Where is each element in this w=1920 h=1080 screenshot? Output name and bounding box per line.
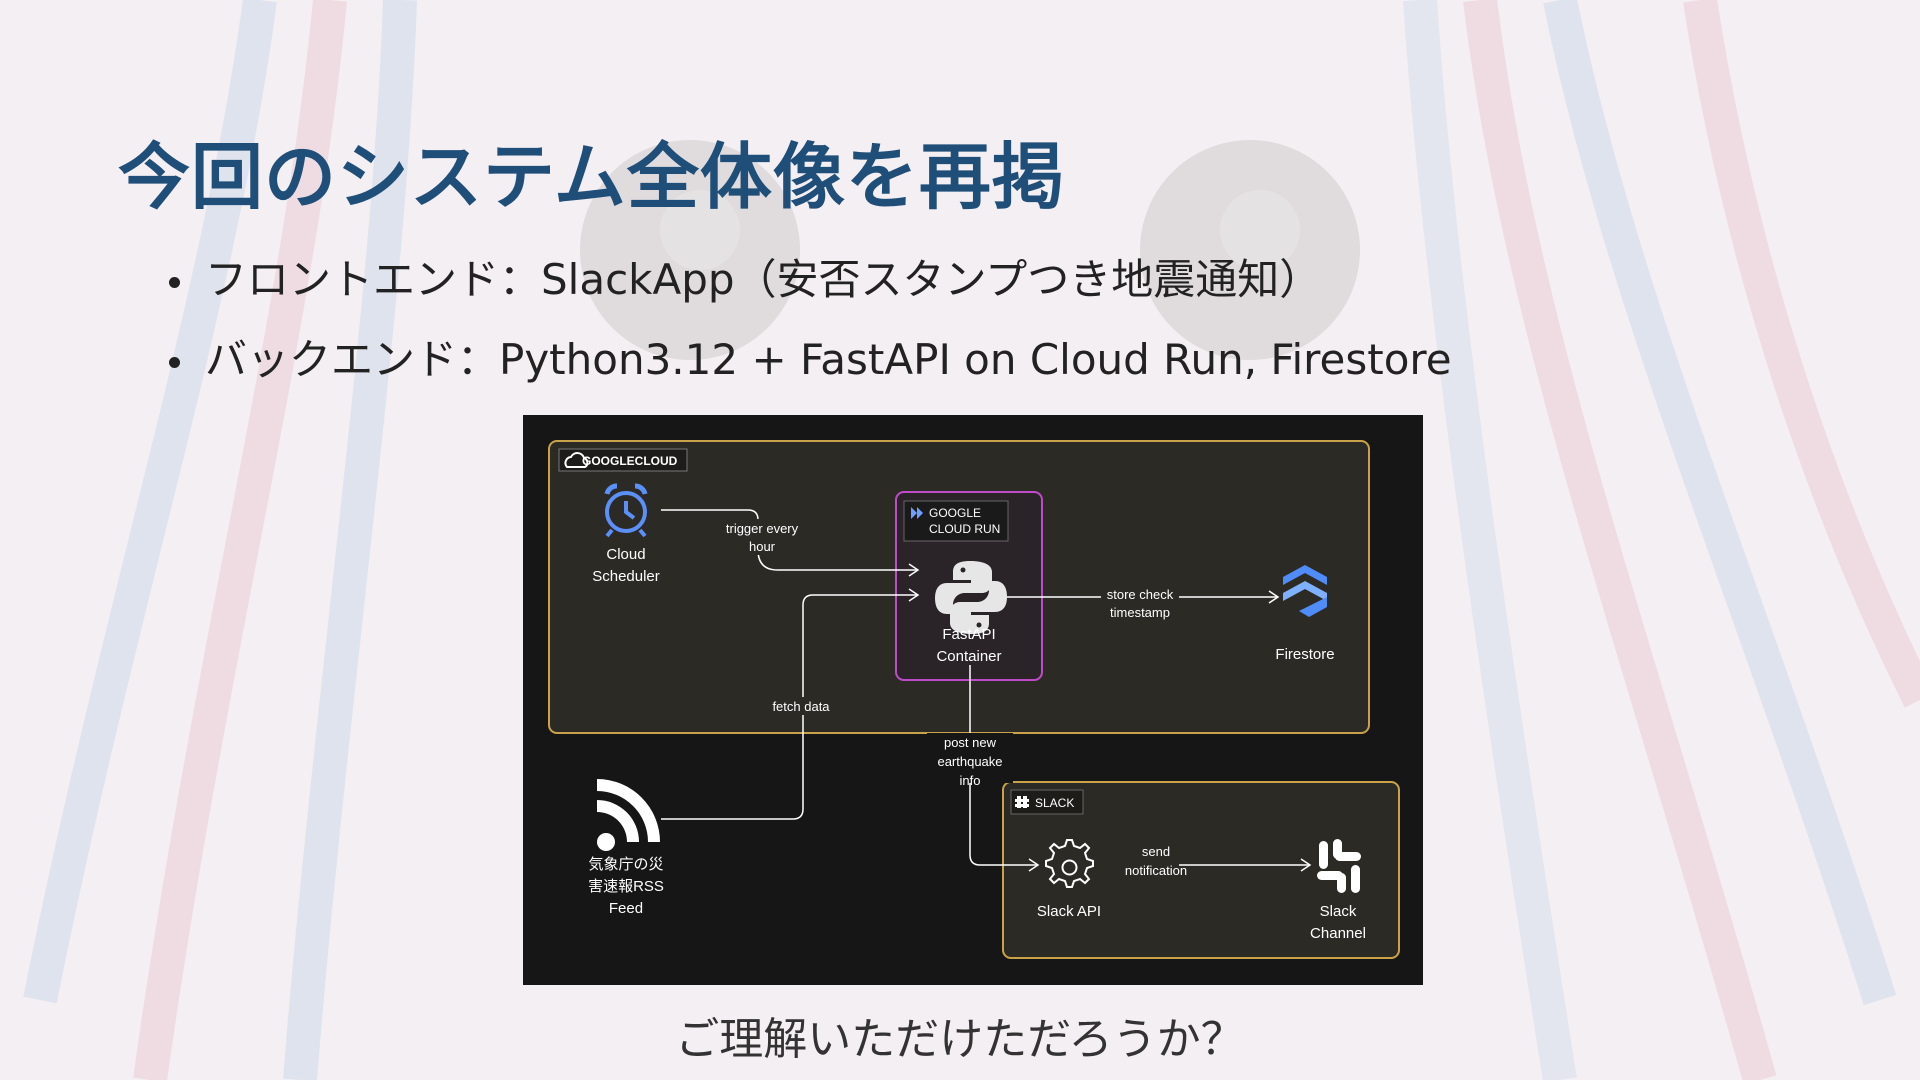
edge-store-label-2: timestamp (1110, 605, 1170, 620)
scheduler-label-1: Cloud (606, 546, 645, 563)
python-icon (935, 561, 1007, 634)
scheduler-label-2: Scheduler (592, 568, 660, 585)
edge-store-label-1: store check (1107, 587, 1174, 602)
slackchannel-label-1: Slack (1320, 903, 1357, 920)
fastapi-label-2: Container (936, 648, 1001, 665)
edge-post-label-2: earthquake (937, 754, 1002, 769)
cloud-icon (564, 452, 589, 468)
slackchannel-label-2: Channel (1310, 925, 1366, 942)
cloud-run-icon (911, 507, 923, 519)
edge-post-label-3: info (960, 773, 981, 788)
cloudrun-label-box (903, 500, 1009, 542)
cloudrun-label-line1: GOOGLE (929, 506, 981, 520)
slack-group-label: SLACK (1035, 796, 1074, 810)
edge-trigger-label-2: hour (749, 539, 776, 554)
bullet-frontend: フロントエンド：SlackApp（安否スタンプつき地震通知） (165, 248, 1452, 328)
slide-caption: ご理解いただけただろうか？ (675, 1014, 1245, 1065)
rss-label-2: 害速報RSS (588, 878, 664, 895)
rss-icon (597, 779, 660, 851)
slide-title: 今回のシステム全体像を再掲 (118, 135, 1065, 219)
edge-send-label-2: notification (1125, 863, 1187, 878)
slack-group-box (1002, 781, 1400, 959)
gcp-group-label: GOOGLECLOUD (582, 454, 678, 468)
edge-post (969, 665, 1038, 866)
edge-fetch-label: fetch data (772, 699, 830, 714)
gcp-group-label-box (558, 448, 688, 472)
edge-send-label-1: send (1142, 844, 1170, 859)
firestore-label: Firestore (1275, 646, 1334, 663)
firestore-icon (1283, 565, 1327, 617)
architecture-diagram: GOOGLECLOUD GOOGLE CLOUD RUN SLACK (523, 415, 1423, 985)
fastapi-label-1: FastAPI (942, 626, 995, 643)
rss-label-1: 気象庁の災 (588, 856, 663, 873)
slackapi-label: Slack API (1037, 903, 1101, 920)
slack-logo-icon (1317, 839, 1361, 893)
rss-label-3: Feed (609, 900, 643, 917)
alarm-clock-icon (604, 483, 648, 538)
slack-small-icon (1015, 796, 1029, 808)
cloudrun-label-line2: CLOUD RUN (929, 522, 1000, 536)
bullet-list: フロントエンド：SlackApp（安否スタンプつき地震通知） バックエンド：Py… (165, 248, 1452, 408)
bullet-backend: バックエンド：Python3.12 + FastAPI on Cloud Run… (165, 328, 1452, 408)
gear-icon (1045, 839, 1094, 888)
edge-trigger-label-1: trigger every (726, 521, 799, 536)
edge-post-label-1: post new (944, 735, 997, 750)
